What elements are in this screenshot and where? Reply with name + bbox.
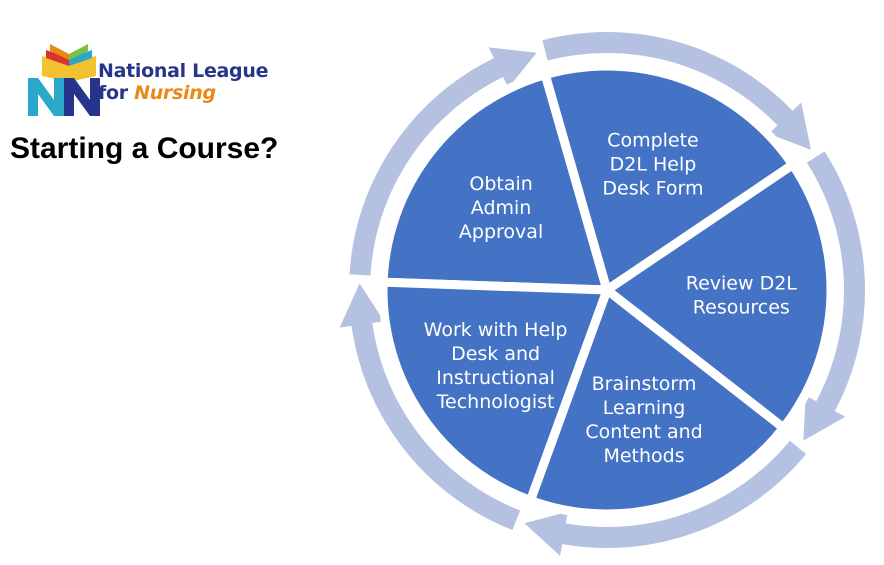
cycle-step-4-line-2: Learning xyxy=(603,397,686,419)
cycle-arrows xyxy=(339,32,865,556)
cycle-step-4-line-3: Content and xyxy=(585,421,702,443)
cycle-arrow-2 xyxy=(542,32,811,150)
cycle-step-5-line-2: Desk and xyxy=(451,343,540,365)
page-title: Starting a Course? xyxy=(10,132,279,165)
org-name-line2-word: Nursing xyxy=(134,82,216,104)
cycle-step-2-line-3: Desk Form xyxy=(602,177,703,199)
cycle-segments xyxy=(378,61,836,519)
cycle-step-1-line-2: Admin xyxy=(471,197,532,219)
cycle-arrow-3 xyxy=(803,151,865,441)
org-name-line2-prefix: for xyxy=(98,82,135,104)
cycle-segment-3 xyxy=(599,158,836,435)
org-name: National League for Nursing xyxy=(98,60,268,104)
cycle-arrow-4 xyxy=(524,440,807,556)
cycle-step-1-line-3: Approval xyxy=(459,221,543,243)
cycle-step-4-line-4: Methods xyxy=(603,445,684,467)
cycle-arrow-1 xyxy=(349,47,537,276)
cycle-segment-5 xyxy=(378,277,614,507)
cycle-step-3-line-2: Resources xyxy=(693,296,790,318)
cycle-step-3-line-1: Review D2L xyxy=(686,272,798,294)
nln-logo-icon xyxy=(28,44,100,116)
org-name-line1: National League xyxy=(98,60,269,82)
cycle-step-1-line-1: Obtain xyxy=(469,173,532,195)
cycle-step-5-line-3: Instructional xyxy=(436,367,555,389)
cycle-step-4-line-1: Brainstorm xyxy=(592,373,697,395)
cycle-step-2-line-1: Complete xyxy=(607,129,699,151)
cycle-segment-2 xyxy=(539,61,799,298)
cycle-segment-1 xyxy=(378,69,614,295)
cycle-step-5-line-1: Work with Help xyxy=(424,319,568,341)
org-name-line2: for Nursing xyxy=(98,82,268,104)
cycle-segment-4 xyxy=(524,282,790,519)
cycle-step-5-line-4: Technologist xyxy=(436,391,555,413)
cycle-arrow-5 xyxy=(339,283,521,531)
cycle-step-2-line-2: D2L Help xyxy=(610,153,697,175)
